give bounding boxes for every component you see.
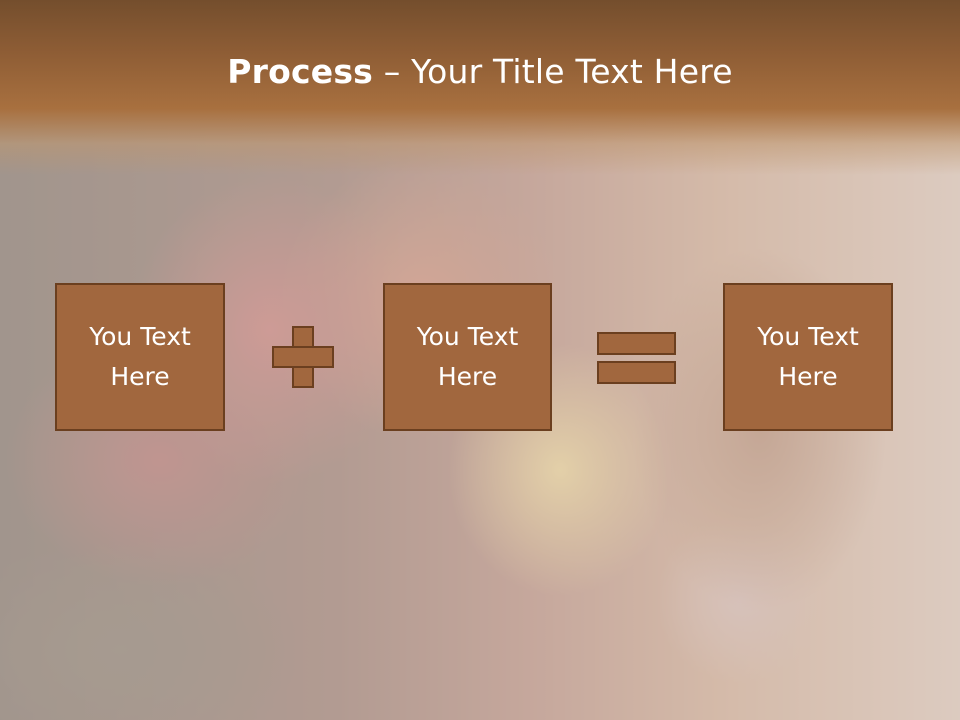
slide-title: Process – Your Title Text Here (0, 52, 960, 91)
equals-icon-bottom-bar (597, 361, 676, 384)
process-box-1-text: You Text Here (89, 322, 191, 391)
title-rest: – Your Title Text Here (373, 52, 733, 91)
process-box-2: You Text Here (383, 283, 552, 431)
process-box-1: You Text Here (55, 283, 225, 431)
equals-icon-top-bar (597, 332, 676, 355)
title-bold: Process (227, 52, 374, 91)
process-box-3-text: You Text Here (757, 322, 859, 391)
process-box-3: You Text Here (723, 283, 893, 431)
process-box-2-text: You Text Here (416, 322, 519, 391)
plus-icon-center (294, 348, 312, 366)
title-band (0, 0, 960, 175)
